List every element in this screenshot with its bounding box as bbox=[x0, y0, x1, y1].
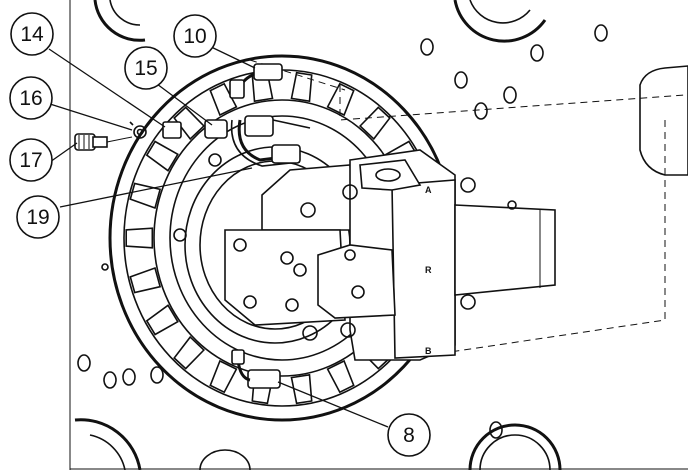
svg-text:14: 14 bbox=[20, 23, 44, 46]
gear-lug bbox=[129, 266, 162, 294]
motor-body: A R B bbox=[224, 149, 556, 361]
gear-lug bbox=[326, 82, 355, 117]
gear-lug bbox=[209, 82, 238, 117]
svg-text:10: 10 bbox=[183, 25, 206, 48]
callout-14: 14 bbox=[10, 12, 54, 56]
hoses bbox=[204, 63, 311, 389]
gear-lug bbox=[209, 359, 238, 394]
svg-text:19: 19 bbox=[26, 206, 49, 229]
exploded-parts bbox=[74, 121, 182, 151]
plate-holes bbox=[77, 24, 608, 439]
callout-leaders bbox=[48, 43, 389, 428]
port-label-a: A bbox=[425, 185, 432, 195]
background-cutouts bbox=[74, 0, 688, 470]
port-label-r: R bbox=[425, 265, 432, 275]
callout-16: 16 bbox=[9, 76, 53, 120]
callout-10: 10 bbox=[173, 14, 217, 58]
callout-8: 8 bbox=[387, 413, 431, 457]
gear-lug bbox=[290, 373, 313, 405]
gear-lug bbox=[129, 182, 162, 210]
svg-text:17: 17 bbox=[19, 149, 42, 172]
gear-lug bbox=[173, 335, 206, 370]
callout-17: 17 bbox=[9, 138, 53, 182]
gear-lug bbox=[125, 227, 154, 249]
sheet-frame bbox=[69, 0, 688, 470]
svg-text:8: 8 bbox=[403, 424, 415, 447]
callout-15: 15 bbox=[124, 46, 168, 90]
callout-balloons: 14 10 15 16 17 19 8 bbox=[9, 12, 431, 457]
gear-lug bbox=[326, 359, 355, 394]
svg-text:16: 16 bbox=[19, 87, 42, 110]
callout-19: 19 bbox=[16, 195, 60, 239]
gear-lug bbox=[145, 140, 179, 172]
port-label-b: B bbox=[425, 346, 432, 356]
gear-lug bbox=[290, 71, 313, 103]
gear-lug bbox=[145, 304, 179, 336]
svg-text:15: 15 bbox=[134, 57, 157, 80]
gear-lug bbox=[358, 106, 391, 141]
